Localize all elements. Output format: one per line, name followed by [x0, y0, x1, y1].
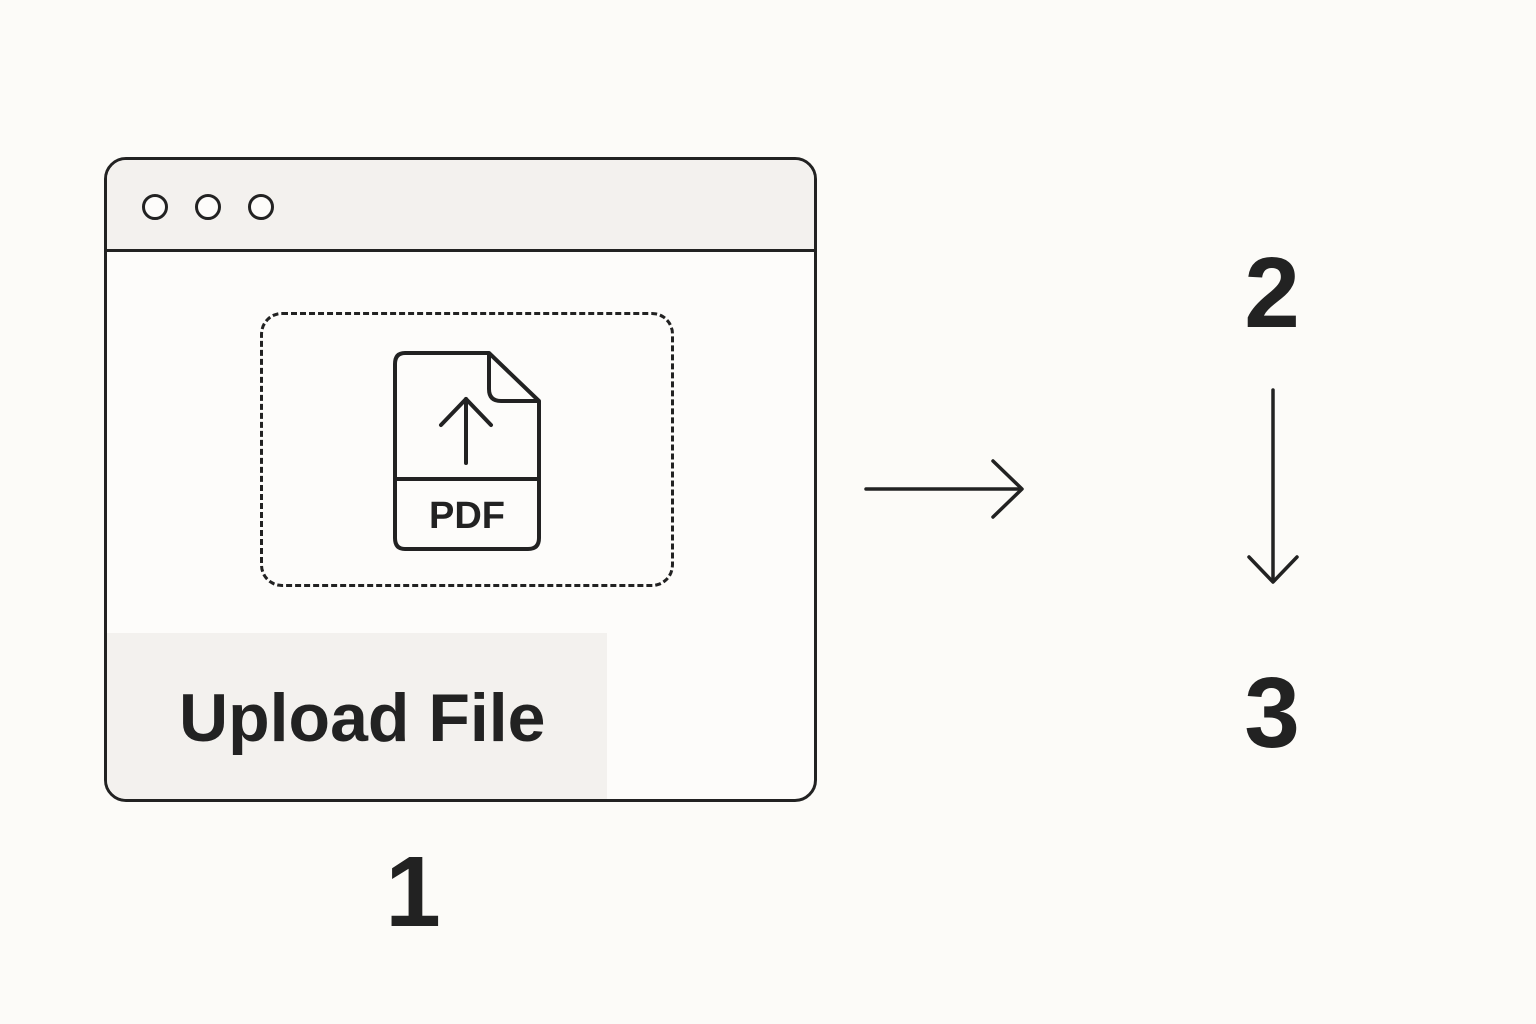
window-titlebar [107, 160, 814, 252]
step-number-1: 1 [385, 836, 441, 948]
step-number-3: 3 [1244, 657, 1300, 769]
browser-window: PDF Upload File [104, 157, 817, 802]
window-control-dot[interactable] [195, 194, 221, 220]
upload-button[interactable] [107, 633, 607, 799]
window-control-dot[interactable] [142, 194, 168, 220]
file-dropzone[interactable] [260, 312, 674, 587]
arrow-right-icon [864, 459, 1024, 519]
arrow-down-icon [1247, 388, 1299, 584]
step-number-2: 2 [1244, 237, 1300, 349]
upload-file-label: Upload File [179, 680, 546, 756]
pdf-format-label: PDF [429, 495, 505, 537]
window-control-dot[interactable] [248, 194, 274, 220]
file-upload-icon: PDF [393, 351, 541, 551]
